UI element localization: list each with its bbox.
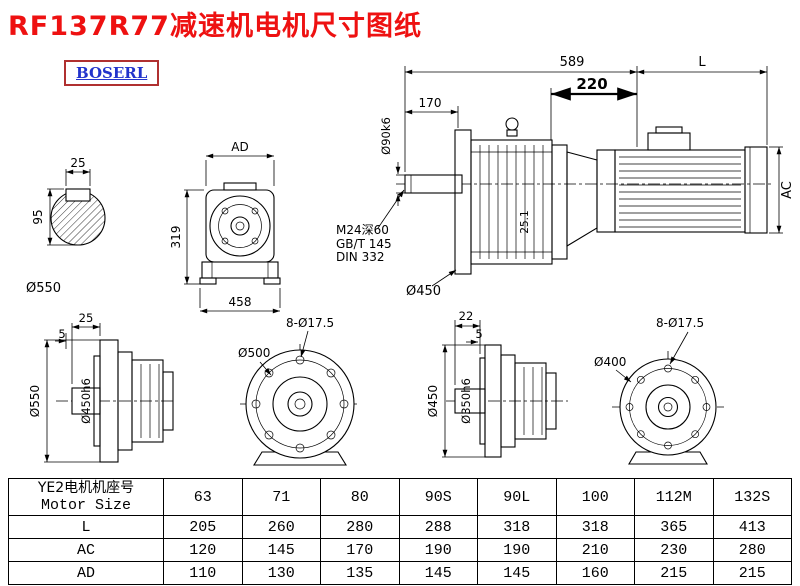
dim-motor-L: L	[698, 55, 706, 70]
value-L-80: 280	[320, 515, 400, 539]
size-col-132S: 132S	[712, 478, 792, 516]
motor-size-header: YE2电机机座号 Motor Size	[8, 478, 164, 516]
shaft-section-view: 25 95 Ø550	[26, 156, 106, 296]
page-title: RF137R77减速机电机尺寸图纸	[8, 11, 422, 42]
label-note-25-1: 25.1	[519, 210, 531, 233]
assembly-side-view: 589 L 220 170 Ø90k6 M24深60 GB/T 145 DIN …	[336, 55, 795, 299]
size-col-63: 63	[163, 478, 243, 516]
size-col-112M: 112M	[634, 478, 714, 516]
value-L-63: 205	[163, 515, 243, 539]
flange-front-view-large: Ø500 8-Ø17.5	[238, 316, 360, 466]
table-row-AD: AD 110 130 135 145 145 160 215 215	[8, 561, 792, 585]
dim-outer-450: Ø450	[426, 385, 440, 417]
value-AC-112M: 230	[634, 538, 714, 562]
value-L-71: 260	[241, 515, 321, 539]
dim-key-width: 25	[70, 156, 85, 170]
motor-dimension-table: YE2电机机座号 Motor Size 63 71 80 90S 90L 100…	[8, 478, 792, 585]
label-standard-gb: GB/T 145	[336, 237, 392, 251]
value-AD-100: 160	[555, 561, 635, 585]
motor-size-header-en: Motor Size	[40, 497, 131, 514]
value-L-90S: 288	[398, 515, 478, 539]
flange-front-view-small: Ø400 8-Ø17.5	[594, 316, 724, 465]
dim-220: 220	[576, 75, 607, 93]
flange-side-view-small: 22 5 Ø450 Ø350h6	[426, 309, 568, 458]
row-label-AC: AC	[8, 538, 164, 562]
label-flange-450: Ø450	[406, 284, 441, 299]
dim-shaft-height: 95	[31, 209, 45, 224]
dim-spigot-450h6: Ø450h6	[79, 378, 93, 424]
dim-outer-550: Ø550	[28, 385, 42, 417]
value-AC-71: 145	[241, 538, 321, 562]
value-AD-112M: 215	[634, 561, 714, 585]
label-holes-small: 8-Ø17.5	[656, 316, 704, 330]
dim-589: 589	[560, 55, 585, 70]
dim-shaft-dia: Ø90k6	[379, 117, 393, 155]
table-row-L: L 205 260 280 288 318 318 365 413	[8, 515, 792, 539]
gearbox-front-view: AD 319 458	[169, 140, 281, 314]
dim-458: 458	[229, 295, 252, 309]
size-col-100: 100	[555, 478, 635, 516]
label-dia-500: Ø500	[238, 346, 270, 360]
dim-motor-AC: AC	[780, 181, 795, 199]
dim-spigot-350h6: Ø350h6	[459, 378, 473, 424]
label-standard-din: DIN 332	[336, 250, 384, 264]
value-AC-132S: 280	[712, 538, 792, 562]
value-AD-132S: 215	[712, 561, 792, 585]
value-L-100: 318	[555, 515, 635, 539]
size-col-71: 71	[241, 478, 321, 516]
value-L-132S: 413	[712, 515, 792, 539]
dim-319: 319	[169, 226, 183, 249]
size-col-90L: 90L	[477, 478, 557, 516]
technical-drawing: 25 95 Ø550 AD	[26, 55, 795, 466]
value-AC-80: 170	[320, 538, 400, 562]
table-row-AC: AC 120 145 170 190 190 210 230 280	[8, 538, 792, 562]
label-dia-550: Ø550	[26, 281, 61, 296]
value-AD-90S: 145	[398, 561, 478, 585]
label-tap: M24深60	[336, 223, 389, 237]
table-header-row: YE2电机机座号 Motor Size 63 71 80 90S 90L 100…	[8, 478, 792, 516]
size-col-80: 80	[320, 478, 400, 516]
value-AC-90L: 190	[477, 538, 557, 562]
value-AC-90S: 190	[398, 538, 478, 562]
value-L-90L: 318	[477, 515, 557, 539]
label-holes-large: 8-Ø17.5	[286, 316, 334, 330]
boserl-logo-text: BOSERL	[76, 64, 148, 82]
dim-ad: AD	[231, 140, 248, 154]
dim-5-small: 5	[475, 327, 482, 341]
label-dia-400: Ø400	[594, 355, 626, 369]
dim-5-large: 5	[58, 327, 65, 341]
dim-25: 25	[79, 311, 94, 325]
motor-size-header-cn: YE2电机机座号	[37, 480, 135, 496]
boserl-logo: BOSERL	[64, 60, 160, 86]
row-label-AD: AD	[8, 561, 164, 585]
value-AD-63: 110	[163, 561, 243, 585]
value-AC-63: 120	[163, 538, 243, 562]
value-AD-90L: 145	[477, 561, 557, 585]
value-L-112M: 365	[634, 515, 714, 539]
value-AD-80: 135	[320, 561, 400, 585]
row-label-L: L	[8, 515, 164, 539]
value-AD-71: 130	[241, 561, 321, 585]
dim-170: 170	[419, 96, 442, 110]
dim-22: 22	[459, 309, 474, 323]
size-col-90S: 90S	[398, 478, 478, 516]
value-AC-100: 210	[555, 538, 635, 562]
flange-side-view-large: 25 5 Ø550 Ø450h6	[28, 311, 176, 463]
